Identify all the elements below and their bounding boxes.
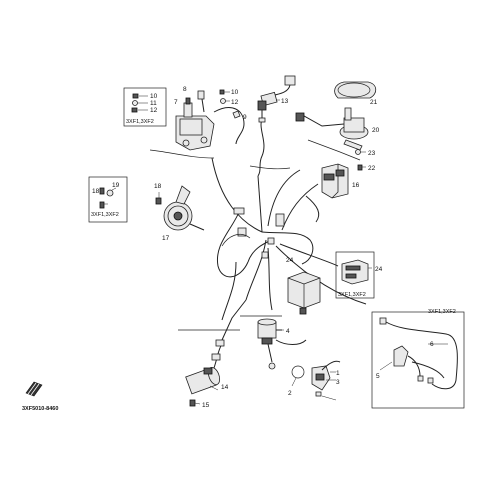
inset-box-bolts-left bbox=[88, 176, 128, 223]
callout-3-upper: 3 bbox=[336, 379, 340, 386]
callout-12-right: 12 bbox=[231, 99, 239, 106]
model-tag-2: 3XF1,3XF2 bbox=[91, 212, 119, 218]
neutral-switch-1 bbox=[291, 360, 341, 401]
callout-11: 11 bbox=[150, 100, 157, 107]
switch-bracket-assembly bbox=[175, 90, 245, 151]
callout-8: 8 bbox=[183, 86, 187, 93]
nut-12 bbox=[131, 107, 138, 113]
diagram-code: 3XF5010-8460 bbox=[22, 406, 58, 412]
model-tag-1: 3XF1,3XF2 bbox=[126, 119, 154, 125]
wire-harness bbox=[211, 157, 367, 341]
callout-16: 16 bbox=[352, 182, 360, 189]
front-arrow-icon bbox=[25, 381, 43, 397]
horn-17 bbox=[163, 185, 205, 231]
callout-24-inset: 24 bbox=[375, 266, 383, 273]
callout-19: 19 bbox=[112, 182, 120, 189]
washer-12-right bbox=[220, 98, 230, 104]
callout-18-inset: 18 bbox=[92, 188, 100, 195]
callout-labels: 10 11 12 3XF1,3XF2 8 7 10 12 9 13 21 20 … bbox=[22, 86, 456, 412]
callout-9: 9 bbox=[243, 114, 247, 121]
screw-23 bbox=[355, 149, 366, 155]
callout-5: 5 bbox=[376, 373, 380, 380]
inset-box-wire-6 bbox=[371, 311, 465, 409]
callout-13: 13 bbox=[281, 98, 289, 105]
callout-6: 6 bbox=[430, 341, 434, 348]
model-tag-4: 3XF1,3XF2 bbox=[428, 309, 456, 315]
switch-4 bbox=[257, 318, 307, 370]
callout-21: 21 bbox=[370, 99, 378, 106]
inset-box-relay bbox=[335, 251, 375, 299]
callout-2: 2 bbox=[288, 390, 292, 397]
bolt-10-right bbox=[219, 89, 230, 95]
callout-1: 1 bbox=[336, 370, 340, 377]
callout-10-right: 10 bbox=[231, 89, 239, 96]
bolt-18 bbox=[155, 192, 162, 205]
washer-11 bbox=[132, 100, 138, 106]
callout-17: 17 bbox=[162, 235, 170, 242]
flasher-relay-24 bbox=[287, 271, 321, 315]
callout-15: 15 bbox=[202, 402, 210, 409]
callout-24: 24 bbox=[286, 257, 294, 264]
bolt-15 bbox=[189, 399, 201, 407]
inset-box-bolts-top-left bbox=[123, 87, 167, 127]
speed-sensor-13 bbox=[257, 75, 296, 177]
model-tag-3: 3XF1,3XF2 bbox=[338, 292, 366, 298]
section-dividers bbox=[149, 139, 361, 331]
relay-16 bbox=[321, 163, 349, 199]
callout-4: 4 bbox=[286, 328, 290, 335]
starter-relay-14 bbox=[185, 339, 225, 395]
callout-23: 23 bbox=[368, 150, 376, 157]
bolt-10 bbox=[132, 93, 139, 99]
callout-22: 22 bbox=[368, 165, 376, 172]
callout-12: 12 bbox=[150, 107, 158, 114]
callout-14: 14 bbox=[221, 384, 229, 391]
callout-10: 10 bbox=[150, 93, 158, 100]
callout-18: 18 bbox=[154, 183, 162, 190]
callout-20: 20 bbox=[372, 127, 380, 134]
callout-7: 7 bbox=[174, 99, 178, 106]
bolt-22 bbox=[357, 164, 366, 171]
fuel-sender-20 bbox=[295, 81, 377, 151]
